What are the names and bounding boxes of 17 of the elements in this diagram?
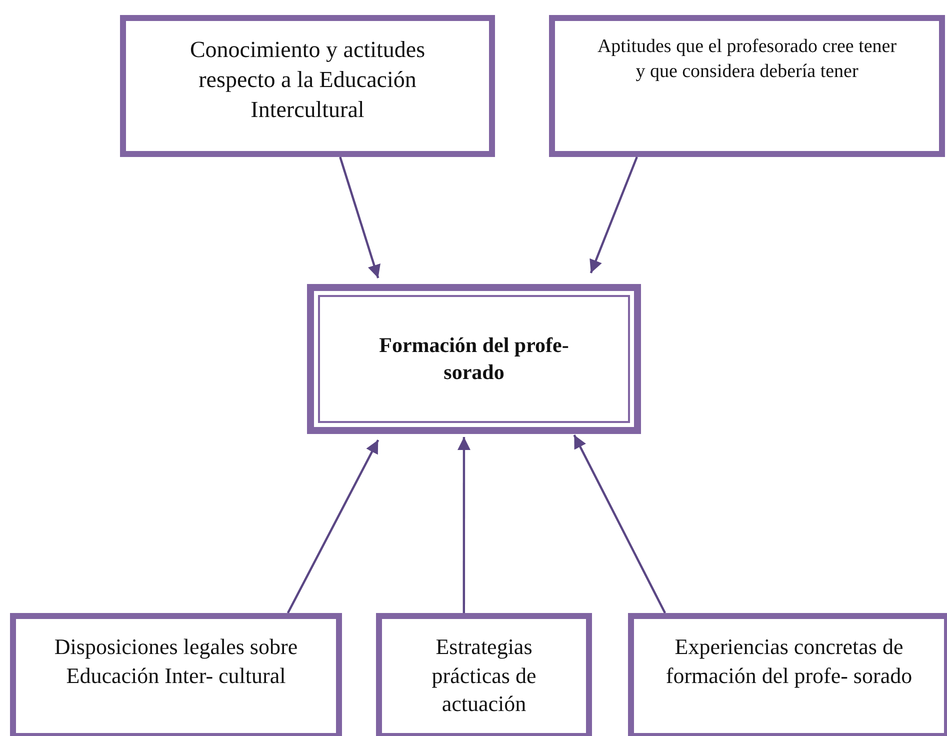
concept-box [549, 15, 945, 157]
box-text: Estrategias prácticas de actuación [430, 633, 538, 718]
box-text: Conocimiento y actitudes respecto a la Educación Intercultural [188, 36, 426, 124]
concept-box [376, 613, 592, 736]
arrow [339, 156, 380, 278]
concept-box [120, 15, 495, 157]
concept-box [628, 613, 947, 736]
central-box [307, 284, 641, 434]
box-text: Disposiciones legales sobre Educación Inter- cultural [53, 633, 299, 690]
arrow [590, 156, 638, 274]
arrow [286, 440, 380, 614]
concept-box [10, 613, 342, 736]
arrow [457, 437, 471, 613]
arrow [573, 434, 666, 614]
box-text: Aptitudes que el profesorado cree tener y que considera debería tener [597, 35, 897, 84]
box-text: Experiencias concretas de formación del profe- sorado [664, 633, 914, 690]
box-text: Formación del profe- sorado [378, 332, 570, 386]
